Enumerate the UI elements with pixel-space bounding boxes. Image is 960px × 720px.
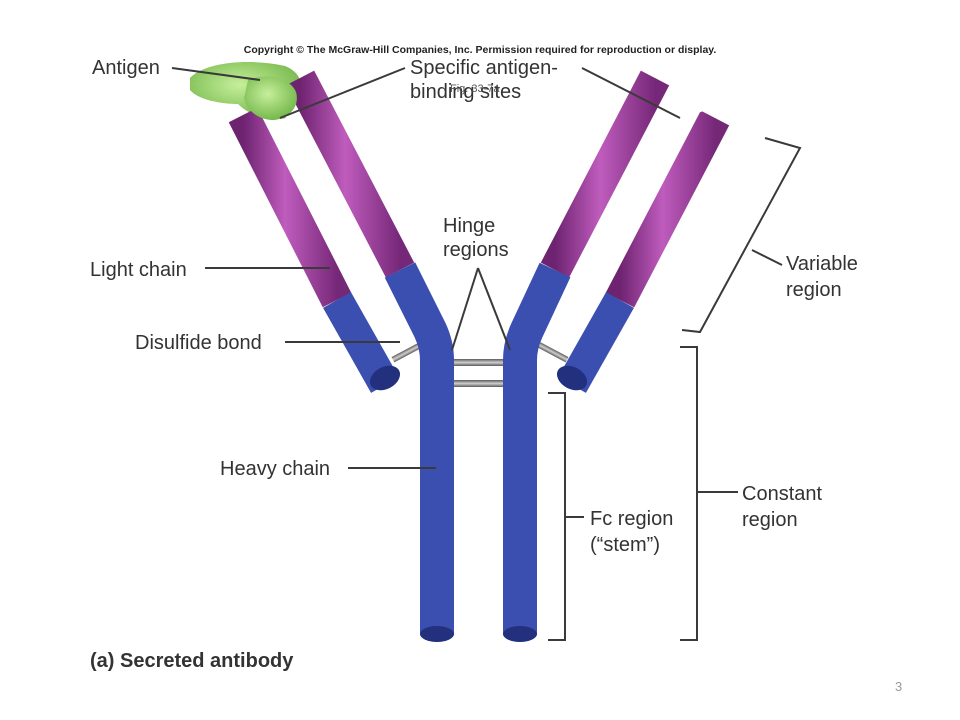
figure-reference: Fig. 33-7a (450, 83, 500, 95)
label-variable-2: region (786, 279, 842, 301)
label-binding-sites-2: binding sites (410, 81, 521, 103)
label-hinge-1: Hinge (443, 215, 495, 237)
label-fc-region-2: (“stem”) (590, 534, 660, 556)
label-disulfide-bond: Disulfide bond (135, 332, 262, 354)
left-heavy-chain (285, 70, 454, 642)
copyright-notice: Copyright © The McGraw-Hill Companies, I… (244, 44, 717, 56)
page-number: 3 (895, 679, 902, 694)
right-light-chain (556, 106, 732, 393)
label-antigen: Antigen (92, 57, 160, 79)
antigen-front (244, 76, 297, 120)
label-heavy-chain: Heavy chain (220, 458, 330, 480)
label-constant-1: Constant (742, 483, 822, 505)
label-light-chain: Light chain (90, 259, 187, 281)
fc-region-bracket (548, 392, 566, 641)
label-hinge-2: regions (443, 239, 509, 261)
label-fc-region-1: Fc region (590, 508, 673, 530)
label-binding-sites-1: Specific antigen- (410, 57, 558, 79)
figure-caption: (a) Secreted antibody (90, 650, 294, 672)
label-constant-2: region (742, 509, 798, 531)
right-heavy-chain (503, 70, 670, 642)
label-variable-1: Variable (786, 253, 858, 275)
variable-region-bracket (681, 137, 802, 334)
leader-lines (171, 67, 681, 469)
constant-region-bracket (680, 346, 698, 641)
